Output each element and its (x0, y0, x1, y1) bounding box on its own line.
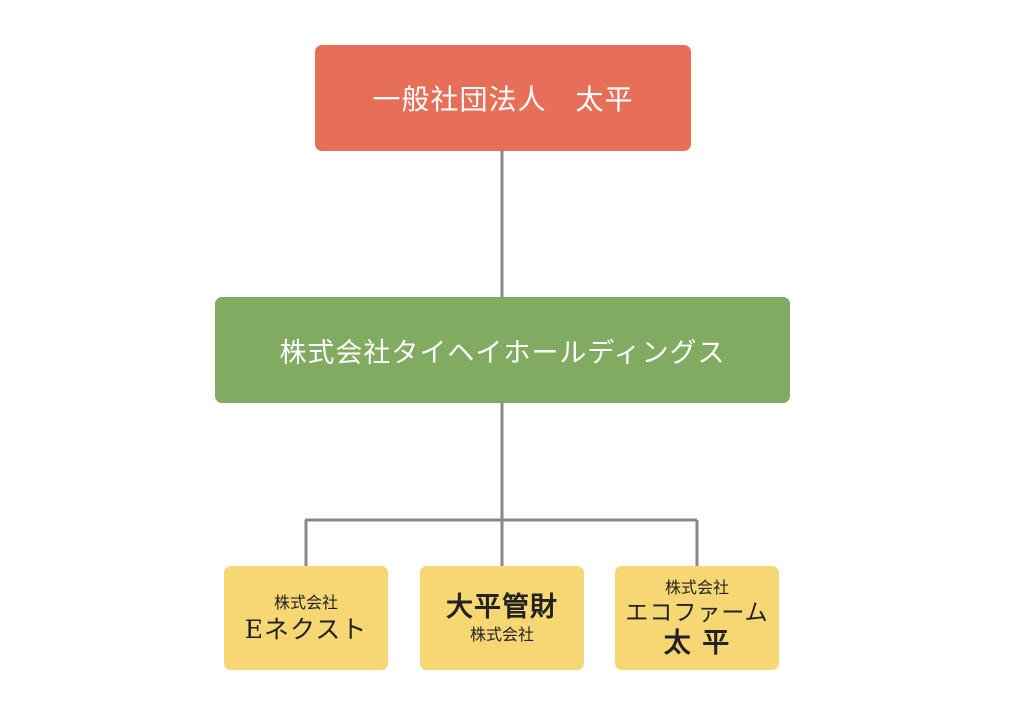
org-node-taihei-kanzai: 大平管財 株式会社 (420, 566, 584, 670)
company-name-label: Eネクスト (244, 614, 368, 644)
org-node-general-association: 一般社団法人 太平 (315, 45, 691, 151)
org-node-holdings: 株式会社タイヘイホールディングス (215, 297, 790, 403)
company-type-label: 株式会社 (664, 577, 729, 597)
company-type-label: 株式会社 (273, 592, 338, 612)
company-type-label: 株式会社 (469, 624, 534, 644)
company-name-label: エコファーム (625, 599, 769, 626)
org-node-e-next: 株式会社 Eネクスト (224, 566, 388, 670)
org-node-label: 株式会社タイヘイホールディングス (279, 337, 726, 369)
company-name-label: 大平管財 (446, 591, 558, 623)
org-node-eco-farm-taihei: 株式会社 エコファーム 太 平 (615, 566, 779, 670)
org-node-label: 一般社団法人 太平 (372, 83, 634, 116)
company-name-label-2: 太 平 (663, 627, 731, 659)
